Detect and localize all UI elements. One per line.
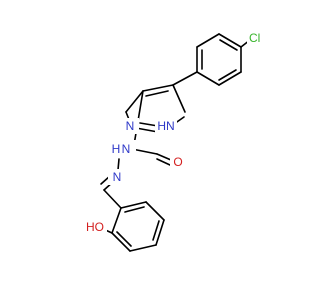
bond-c-o-double [156,158,171,166]
bond-chlorophenyl [196,33,220,48]
pyrazole-n-label: N [126,119,135,133]
bond-chlorophenyl [218,71,242,86]
bond-pyrazole-inner [145,90,169,97]
bond-hydroxyphenyl [120,201,147,209]
pyrazole-nh-label: HN [157,119,174,133]
hydroxyl-label: HO [86,220,104,234]
bond-hydroxyphenyl-inner [124,206,145,213]
chlorine-label: Cl [249,31,260,45]
bond-hydroxyphenyl-inner [152,220,160,241]
bond-n-n [117,158,120,171]
atom-labels: Cl N HN H N N O HO [83,29,267,236]
bond-chlorophenyl-inner [218,69,237,81]
bond-pyrazole [135,127,159,133]
amide-n-label: N [122,142,131,156]
bond-pyrazole [142,84,174,92]
bond-hydroxyphenyl [145,201,165,221]
bond-pyrazole [172,84,186,113]
bond-hydroxyphenyl [129,244,157,252]
bond-ch-aryl [103,189,122,209]
bond-hydroxyphenyl [155,219,165,246]
hydrazone-n-label: N [113,170,122,184]
bond-c-o [156,153,172,161]
bond-hydroxyphenyl [111,207,122,234]
bond-aryl-pyrazole [172,71,198,86]
carbonyl-o-label: O [173,155,182,169]
molecule-structure: Cl N HN H N N O HO [83,29,267,252]
bond-hydroxyphenyl-inner [116,231,132,247]
amide-nh-label: H [112,142,121,156]
bond-carbonyl-c [131,148,158,155]
bond-chlorophenyl [218,33,242,48]
bond-pyrazole [125,90,144,113]
bond-chlorophenyl-inner [219,39,238,51]
bond-hydroxyphenyl [111,232,131,252]
bond-chlorophenyl [196,71,220,86]
